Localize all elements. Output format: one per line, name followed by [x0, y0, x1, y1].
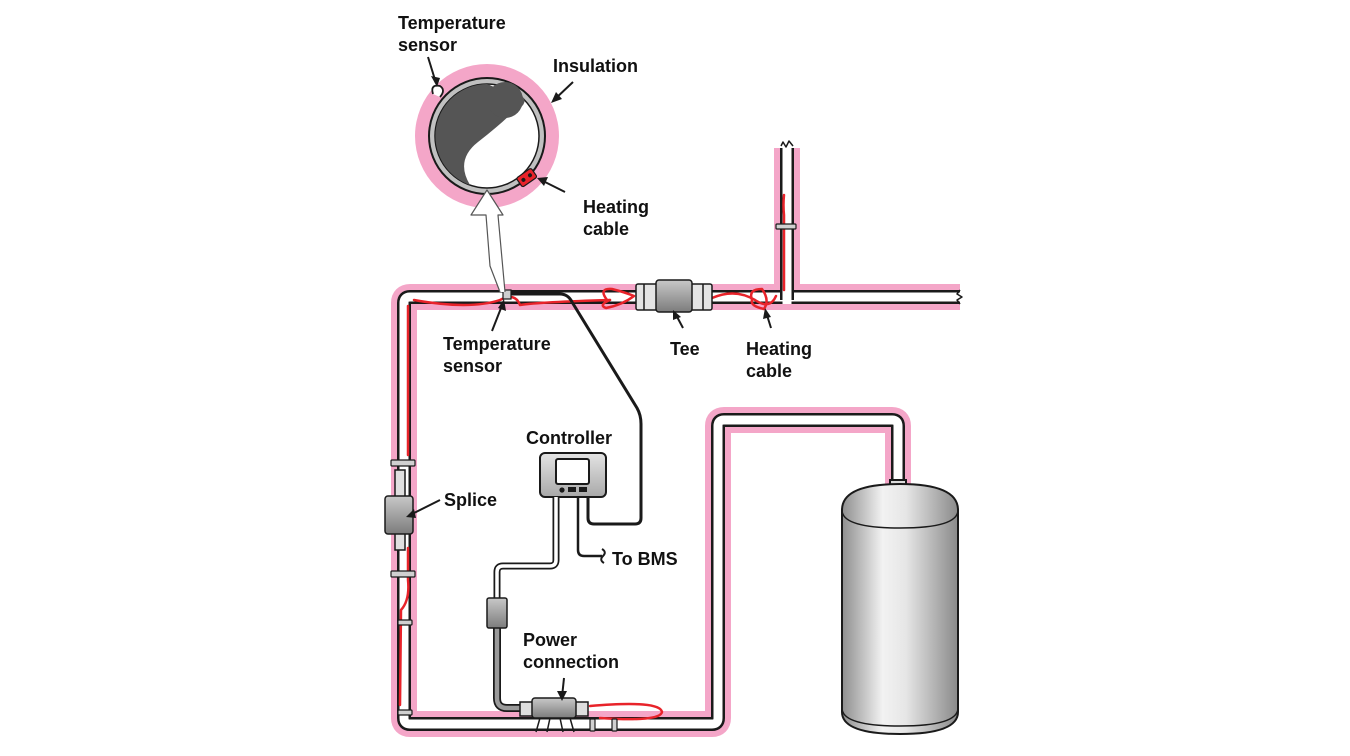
pipe-straps — [390, 223, 797, 732]
label-to-bms: To BMS — [612, 549, 678, 569]
label-tee: Tee — [670, 339, 700, 359]
label-detail-temperature-sensor: Temperature sensor — [398, 13, 506, 55]
bms-wire-end — [600, 548, 606, 564]
power-cable-connector — [486, 597, 508, 629]
label-detail-heating-cable: Heating cable — [583, 197, 650, 239]
label-insulation: Insulation — [553, 56, 638, 76]
pipe-cross-section-detail — [415, 64, 559, 208]
tee-component — [635, 279, 713, 313]
label-temperature-sensor: Temperature sensor — [443, 334, 551, 376]
sensor-wire — [511, 292, 643, 526]
label-splice: Splice — [444, 490, 498, 510]
detail-callout-arrow — [470, 189, 506, 293]
storage-tank — [841, 479, 959, 736]
splice-component — [384, 469, 414, 551]
label-pointer-heads — [406, 76, 771, 701]
label-heating-cable: Heating cable — [746, 339, 813, 381]
detail-temperature-sensor — [431, 84, 444, 98]
power-cable — [493, 497, 560, 712]
label-controller: Controller — [526, 428, 613, 448]
detail-heating-cable — [516, 168, 538, 188]
power-connection-component — [519, 697, 589, 733]
heating-cable — [398, 193, 786, 721]
controller-box — [539, 452, 607, 498]
label-power-connection: Power connection — [523, 630, 620, 672]
bms-wire — [576, 497, 602, 558]
